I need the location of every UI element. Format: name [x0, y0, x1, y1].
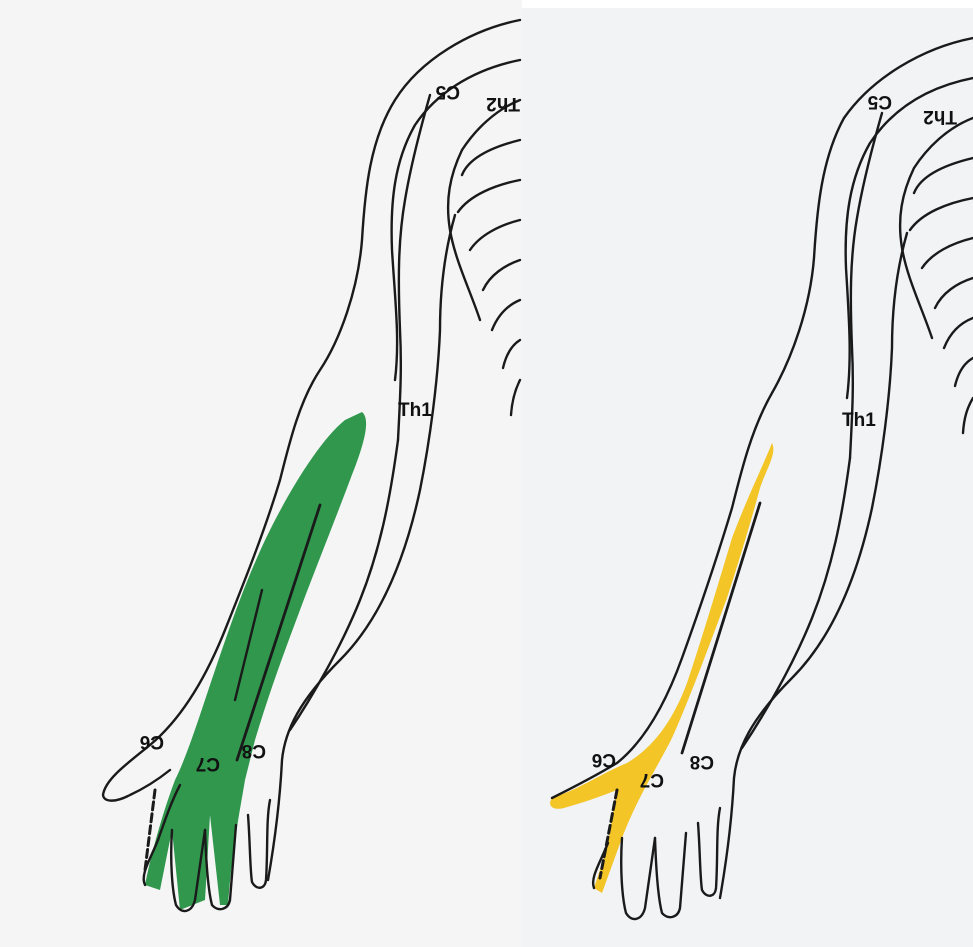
- dermatome-panel-yellow: C5 Th2 Th1 C6 C7 C8: [522, 8, 973, 947]
- arm-diagram-right: C5 Th2 Th1 C6 C7 C8: [522, 8, 973, 947]
- label-c8: C8: [242, 740, 266, 761]
- label-c5: C5: [867, 91, 892, 112]
- label-th1: Th1: [398, 400, 432, 421]
- arm-diagram-left: C5 Th2 Th1 C6 C7 C8: [0, 0, 522, 947]
- label-c8: C8: [690, 751, 714, 772]
- label-th2: Th2: [923, 106, 957, 127]
- dermatome-panel-green: C5 Th2 Th1 C6 C7 C8: [0, 0, 522, 947]
- green-dermatome-area: [145, 412, 366, 910]
- label-c5: C5: [435, 81, 460, 102]
- label-th1: Th1: [842, 410, 876, 431]
- label-c6: C6: [592, 749, 616, 770]
- label-c7: C7: [640, 769, 664, 790]
- label-th2: Th2: [486, 93, 520, 114]
- label-c7: C7: [196, 753, 220, 774]
- label-c6: C6: [140, 731, 164, 752]
- yellow-dermatome-area: [550, 443, 773, 893]
